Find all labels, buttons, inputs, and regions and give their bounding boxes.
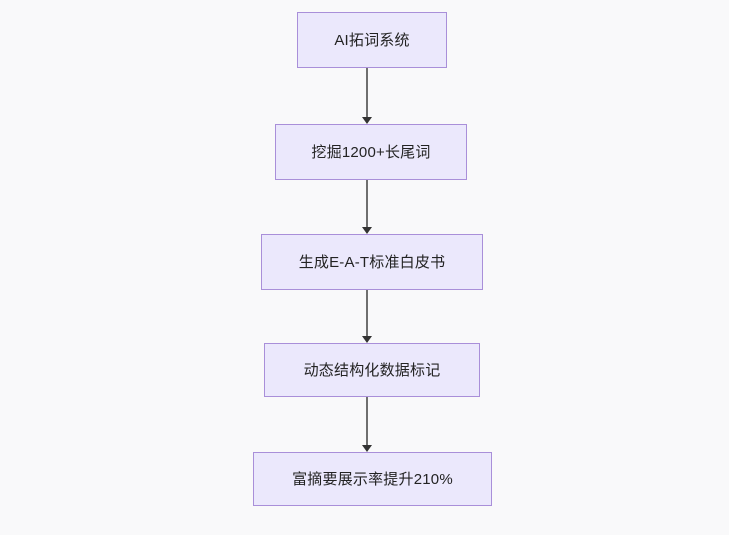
flow-node-n3[interactable]: 生成E-A-T标准白皮书	[261, 234, 483, 290]
flow-node-n5[interactable]: 富摘要展示率提升210%	[253, 452, 492, 506]
arrow-shaft	[366, 180, 368, 228]
flow-arrow-n4-to-n5	[361, 397, 373, 452]
arrowhead-down-icon	[362, 445, 372, 452]
flow-arrow-n2-to-n3	[361, 180, 373, 234]
arrowhead-down-icon	[362, 117, 372, 124]
flow-arrow-n3-to-n4	[361, 290, 373, 343]
flow-node-n4[interactable]: 动态结构化数据标记	[264, 343, 480, 397]
flow-node-n1[interactable]: AI拓词系统	[297, 12, 447, 68]
arrow-shaft	[366, 68, 368, 118]
flow-node-n2[interactable]: 挖掘1200+长尾词	[275, 124, 467, 180]
arrowhead-down-icon	[362, 227, 372, 234]
arrow-shaft	[366, 290, 368, 337]
flow-arrow-n1-to-n2	[361, 68, 373, 124]
arrowhead-down-icon	[362, 336, 372, 343]
arrow-shaft	[366, 397, 368, 446]
